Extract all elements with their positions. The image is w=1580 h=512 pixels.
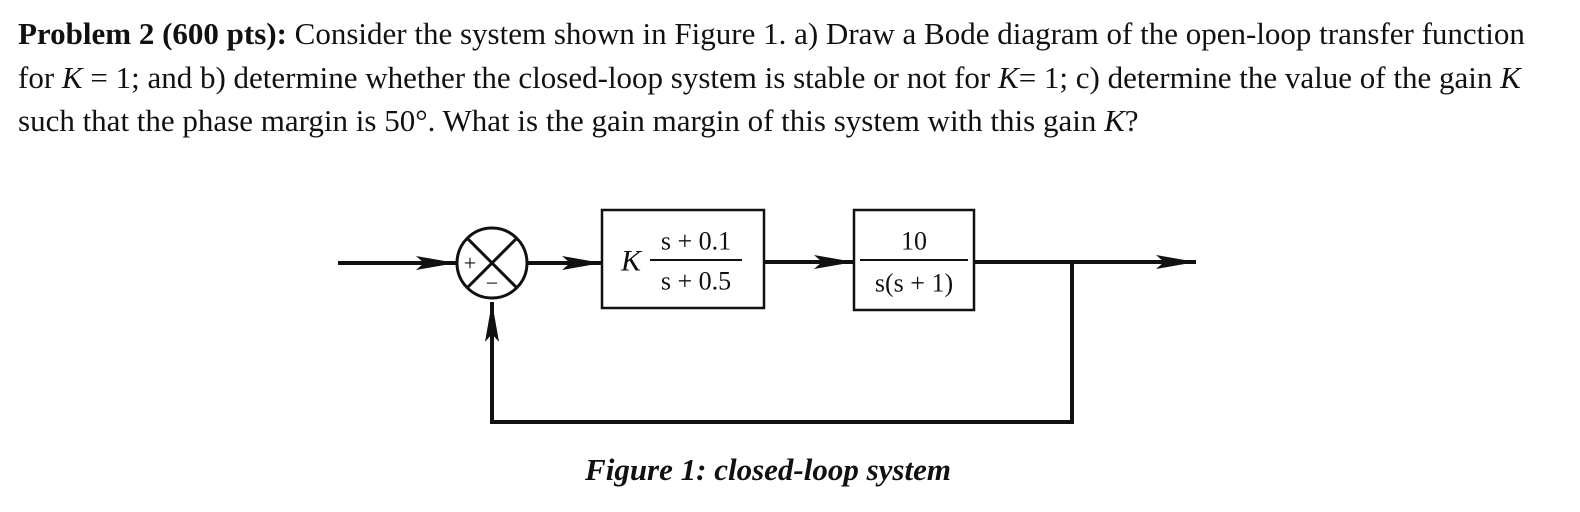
gain-symbol-1: K	[61, 59, 83, 95]
plant-numerator: 10	[901, 227, 927, 256]
summer-minus-sign: −	[486, 271, 498, 296]
gain-symbol-3: K	[1500, 59, 1521, 95]
feedback-path	[485, 262, 1074, 424]
controller-block: K s + 0.1 s + 0.5	[600, 208, 766, 310]
problem-text-5: ?	[1124, 103, 1139, 138]
problem-text-2: = 1; and b) determine whether the closed…	[82, 59, 998, 95]
problem-text-3: = 1; c) determine the value of the gain	[1018, 59, 1501, 95]
gain-symbol-4: K	[1104, 103, 1125, 138]
controller-denominator: s + 0.5	[661, 267, 731, 296]
summer-plus-sign: +	[464, 251, 476, 276]
problem-text-1: Consider the system shown in Figure 1. a…	[18, 16, 1525, 95]
problem-text-4: such that the phase margin is 50°. What …	[18, 103, 1105, 138]
problem-heading: Problem 2 (600 pts):	[18, 16, 287, 51]
gain-symbol-2: K	[998, 59, 1019, 95]
plant-denominator: s(s + 1)	[875, 269, 953, 298]
problem-statement: Problem 2 (600 pts): Consider the system…	[18, 12, 1548, 143]
summing-junction: + −	[455, 226, 529, 300]
figure-caption: Figure 1: closed-loop system	[585, 452, 951, 487]
controller-gain: K	[620, 245, 643, 278]
plant-block: 10 s(s + 1)	[852, 208, 976, 312]
controller-numerator: s + 0.1	[661, 227, 731, 256]
